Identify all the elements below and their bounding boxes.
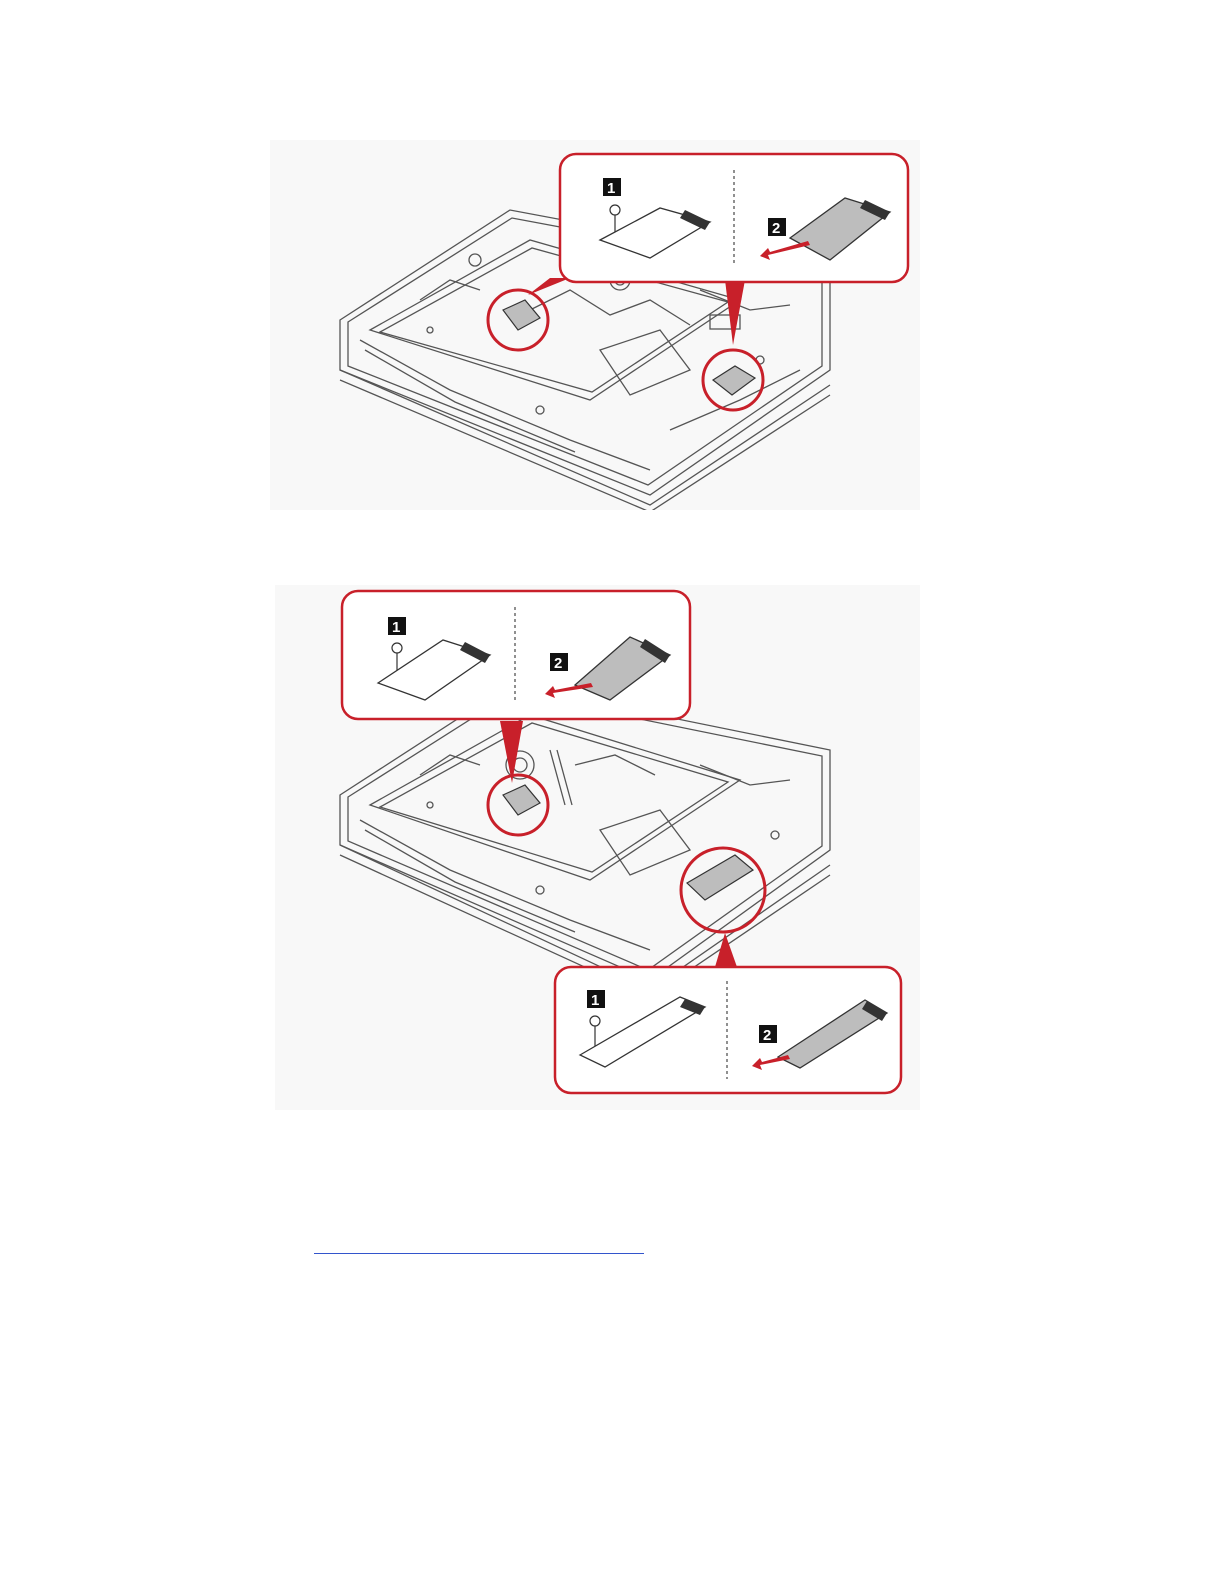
callout-box-top-left: 1 2 bbox=[342, 591, 690, 719]
hyperlink-underline[interactable] bbox=[314, 1253, 644, 1254]
laptop-base-illustration: 1 2 1 2 bbox=[275, 585, 920, 1110]
step-badge-1: 1 bbox=[392, 619, 400, 636]
step-badge-2: 2 bbox=[772, 220, 780, 237]
callout-box-top-right: 1 2 bbox=[560, 154, 908, 282]
step-badge-1: 1 bbox=[607, 180, 615, 197]
step-badge-2: 2 bbox=[763, 1027, 771, 1044]
step-badge-2: 2 bbox=[554, 655, 562, 672]
laptop-base-illustration: 1 2 bbox=[270, 140, 920, 510]
figure-bottom-m2-card-removal: 1 2 1 2 bbox=[275, 585, 920, 1110]
callout-box-bottom-right: 1 2 bbox=[555, 967, 901, 1093]
figure-top-m2-card-removal: 1 2 bbox=[270, 140, 920, 510]
step-badge-1: 1 bbox=[591, 992, 599, 1009]
